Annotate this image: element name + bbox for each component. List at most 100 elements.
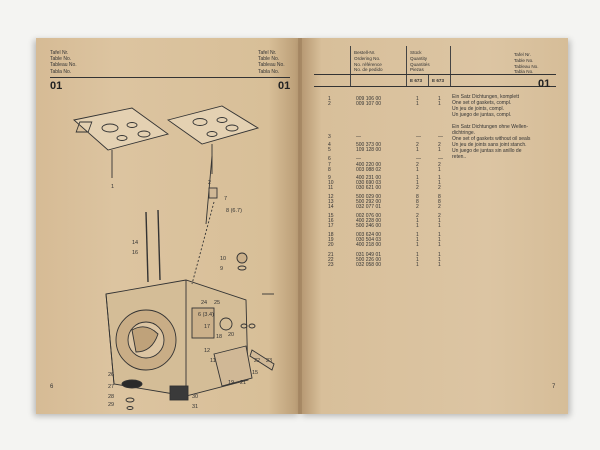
part-number: 109 128 00 bbox=[356, 147, 382, 153]
quantity-cell: 1 bbox=[416, 175, 419, 181]
header-line: Tabla No. bbox=[50, 68, 72, 75]
quantity-cell: 1 bbox=[438, 237, 441, 243]
header-rule bbox=[50, 77, 290, 78]
part-position: 23 bbox=[328, 262, 334, 268]
quantity-cell: 1 bbox=[416, 96, 419, 102]
description-line: Un jeu de joints, compl. bbox=[452, 106, 504, 112]
callout-label: 27 bbox=[108, 384, 115, 390]
callout-label: 10 bbox=[220, 256, 227, 262]
part-position: 21 bbox=[328, 252, 334, 258]
description-line: Un juego de juntas, compl. bbox=[452, 112, 512, 118]
part-number: 400 220 00 bbox=[356, 162, 382, 168]
part-number: 030 504 03 bbox=[356, 237, 382, 243]
model-column: E 673 bbox=[410, 78, 423, 83]
quantity-cell: 1 bbox=[438, 242, 441, 248]
part-number: 030 690 03 bbox=[356, 180, 382, 186]
quantity-cell: 1 bbox=[416, 242, 419, 248]
callout-label: 28 bbox=[108, 394, 115, 400]
callout-label: 17 bbox=[204, 324, 211, 330]
callout-label: 22 bbox=[254, 358, 261, 364]
callout-label: 23 bbox=[266, 358, 273, 364]
part-position: 20 bbox=[328, 242, 334, 248]
part-number: 009 107 00 bbox=[356, 101, 382, 107]
quantity-cell: 2 bbox=[416, 213, 419, 219]
header-line: Table No. bbox=[50, 56, 72, 63]
callout-label: 1 bbox=[111, 184, 115, 190]
header-line: Ordering No. bbox=[354, 55, 381, 61]
left-page: Tafel Nr. Table No. Tableau No. Tabla No… bbox=[36, 38, 300, 414]
table-number: 01 bbox=[50, 80, 63, 92]
header-line: Piezas bbox=[410, 67, 424, 73]
table-number: 01 bbox=[538, 78, 551, 90]
callout-label: 24 bbox=[201, 300, 208, 306]
part-position: 15 bbox=[328, 213, 334, 219]
description-line: One set of gaskets without oil seals bbox=[452, 136, 531, 142]
callout-label: 21 bbox=[240, 380, 247, 386]
quantity-cell: 1 bbox=[416, 257, 419, 263]
header-line: Table No. bbox=[258, 56, 280, 63]
callout-label: 8 (6.7) bbox=[226, 208, 242, 214]
header-line: Tabla No. bbox=[514, 69, 534, 75]
header-line: Tableau No. bbox=[258, 62, 285, 69]
quantity-cell: 1 bbox=[416, 223, 419, 229]
part-position: 10 bbox=[328, 180, 334, 186]
part-position: 19 bbox=[328, 237, 334, 243]
part-number: 031 049 01 bbox=[356, 252, 382, 258]
quantity-cell: — bbox=[416, 134, 421, 140]
description-line: Ein Satz Dichtungen, komplett bbox=[452, 94, 519, 100]
callout-label: 26 bbox=[108, 372, 115, 378]
quantity-cell: 1 bbox=[438, 223, 441, 229]
part-position: 18 bbox=[328, 232, 334, 238]
part-number: 500 226 00 bbox=[356, 257, 382, 263]
callout-label: 14 bbox=[132, 240, 139, 246]
exploded-parts-drawing bbox=[73, 105, 275, 410]
column-divider bbox=[350, 46, 351, 86]
part-position: 9 bbox=[328, 175, 331, 181]
part-number: 500 373 00 bbox=[356, 142, 382, 148]
part-number: 500 246 00 bbox=[356, 223, 382, 229]
quantity-cell: 1 bbox=[416, 180, 419, 186]
callout-label: 7 bbox=[224, 196, 228, 202]
part-position: 4 bbox=[328, 142, 331, 148]
quantity-cell: 1 bbox=[416, 237, 419, 243]
header-line: Tafel Nr. bbox=[258, 50, 277, 56]
part-number: 500 292 00 bbox=[356, 199, 382, 205]
callout-label: 30 bbox=[192, 394, 199, 400]
part-number: 002 076 00 bbox=[356, 213, 382, 219]
quantity-cell: 1 bbox=[416, 252, 419, 258]
part-position: 3 bbox=[328, 134, 331, 140]
quantity-cell: 8 bbox=[416, 194, 419, 200]
right-page: Bestell-Nr. Ordering No. No. référence N… bbox=[300, 38, 568, 414]
quantity-cell: 1 bbox=[438, 262, 441, 268]
model-column: E 673 bbox=[432, 78, 445, 83]
header-rule bbox=[314, 86, 556, 87]
part-position: 22 bbox=[328, 257, 334, 263]
left-header-labels: Tafel Nr. Table No. Tableau No. Tabla No… bbox=[50, 50, 77, 75]
quantity-cell: 1 bbox=[416, 262, 419, 268]
part-number: — bbox=[356, 156, 361, 162]
description-line: Un juego de juntas sin anillo de bbox=[452, 148, 522, 154]
quantity-cell: 1 bbox=[416, 101, 419, 107]
header-line: Tableau No. bbox=[50, 62, 77, 69]
header-line: Stück bbox=[410, 50, 422, 55]
quantity-cell: 1 bbox=[438, 252, 441, 258]
quantity-cell: 8 bbox=[438, 194, 441, 200]
callout-label: 18 bbox=[216, 334, 223, 340]
description-line: One set of gaskets, compl. bbox=[452, 100, 512, 106]
quantity-cell: 2 bbox=[438, 162, 441, 168]
header-line: No. de pedido bbox=[354, 67, 383, 73]
description-block: Ein Satz Dichtungen ohne Wellen- dichtri… bbox=[452, 124, 530, 160]
part-position: 8 bbox=[328, 167, 331, 173]
header-line: Quantity bbox=[410, 55, 428, 61]
part-position: 12 bbox=[328, 194, 334, 200]
header-line: Tafel Nr. bbox=[514, 52, 531, 57]
callout-label: 20 bbox=[228, 332, 235, 338]
header-line: Quantités bbox=[410, 61, 430, 67]
quantity-cell: 1 bbox=[438, 257, 441, 263]
header-line: Table No. bbox=[514, 57, 534, 63]
header-line: Tabla No. bbox=[258, 68, 280, 75]
quantity-cell: — bbox=[416, 156, 421, 162]
callout-label: 16 bbox=[132, 250, 139, 256]
callout-label: 11 bbox=[210, 358, 216, 364]
quantity-header: Stück Quantity Quantités Piezas bbox=[410, 50, 430, 73]
